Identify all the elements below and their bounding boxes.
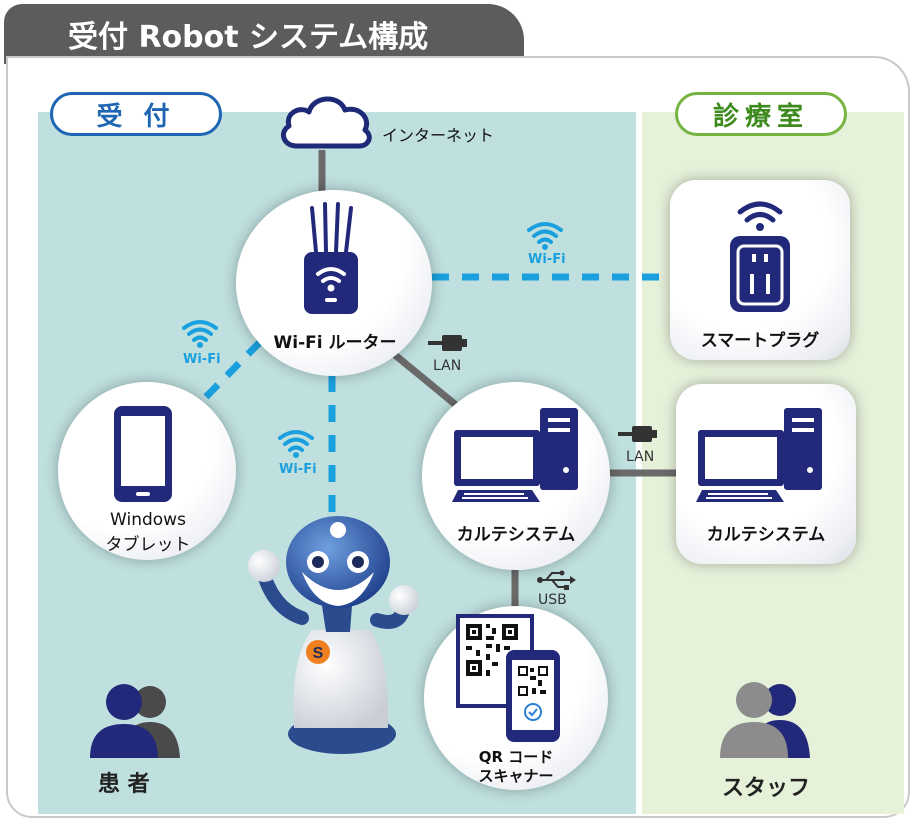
page-title: 受付 Robot システム構成 xyxy=(68,20,429,55)
smartphone-icon xyxy=(506,650,560,742)
robot-logo: S xyxy=(313,645,324,662)
router-icon xyxy=(304,202,358,314)
clinic-zone-label: 診療室 xyxy=(675,92,847,136)
cloud-icon xyxy=(280,96,372,149)
qr-scanner-label-line2: スキャナー xyxy=(478,767,554,785)
wifi-icon xyxy=(278,430,314,458)
wifi-icon xyxy=(527,222,563,250)
people-icon xyxy=(720,682,810,758)
usb-label: USB xyxy=(538,592,567,608)
robot-image: S xyxy=(248,516,419,754)
staff-label: スタッフ xyxy=(722,776,811,801)
people-icon xyxy=(90,684,180,758)
wifi-label: Wi-Fi xyxy=(183,352,221,367)
title-tab xyxy=(4,4,524,64)
router-label: Wi-Fi ルーター xyxy=(273,333,397,353)
wifi-label: Wi-Fi xyxy=(279,462,317,477)
lan-label: LAN xyxy=(433,358,462,374)
tablet-label-line1: Windows xyxy=(110,510,186,530)
wifi-label: Wi-Fi xyxy=(528,252,566,267)
wifi-dashed-lines xyxy=(195,273,665,520)
router-karte-lan-line xyxy=(392,352,465,413)
usb-icon xyxy=(537,570,576,590)
smart-plug-icon xyxy=(730,201,790,312)
desktop-computer-icon xyxy=(452,408,578,502)
smart-plug-label: スマートプラグ xyxy=(700,331,820,351)
tablet-icon xyxy=(114,406,172,502)
tablet-label-line2: タブレット xyxy=(105,535,191,555)
patients-label: 患 者 xyxy=(98,772,150,797)
karte-system-label: カルテシステム xyxy=(456,525,576,545)
lan-cable-icon xyxy=(428,335,467,351)
wifi-icon xyxy=(182,320,218,348)
desktop-computer-icon xyxy=(696,408,822,502)
reception-zone-label: 受 付 xyxy=(50,92,222,136)
karte-system-clinic-label: カルテシステム xyxy=(706,525,826,545)
internet-label: インターネット xyxy=(382,126,495,145)
lan-cable-icon xyxy=(618,426,657,442)
qr-scanner-label-line1: QR コード xyxy=(478,748,554,766)
lan-label: LAN xyxy=(626,449,655,465)
router-tablet-wifi-line xyxy=(195,339,263,408)
